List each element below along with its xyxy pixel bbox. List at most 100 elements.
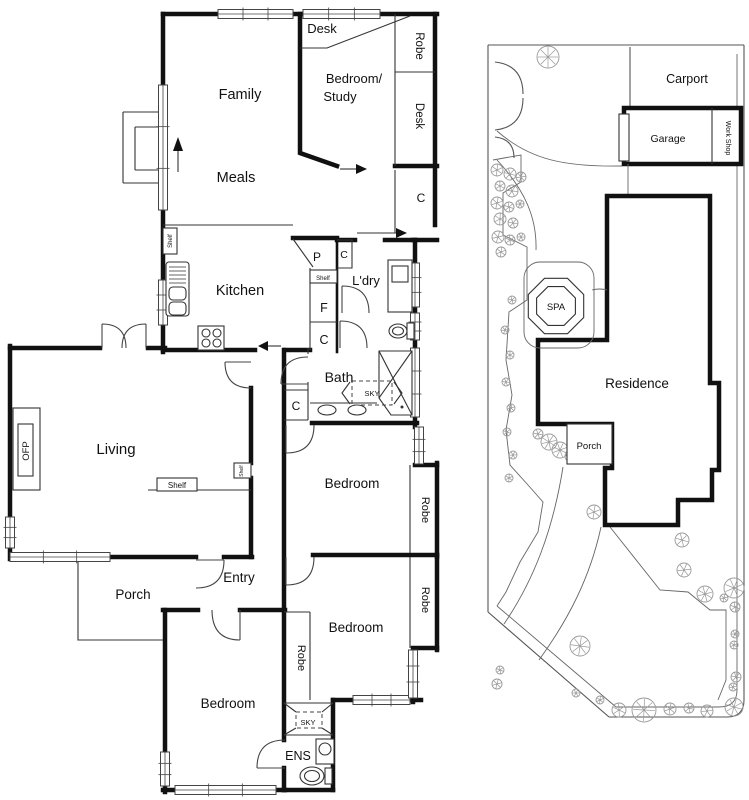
label-bedroom-1: Bedroom	[325, 476, 380, 491]
tree-icon	[491, 678, 503, 690]
tree-icon	[490, 196, 504, 210]
stove-icon	[197, 325, 225, 351]
tree-icon	[540, 433, 558, 451]
doors	[101, 285, 370, 769]
tree-icon	[515, 199, 525, 209]
label-residence: Residence	[605, 376, 669, 391]
label-desk-side: Desk	[413, 103, 425, 129]
tree-icon	[532, 428, 544, 440]
tree-icon	[551, 441, 569, 459]
label-c-pantry: C	[340, 249, 348, 261]
label-sky-ens: SKY	[300, 718, 315, 727]
label-garage: Garage	[650, 133, 685, 145]
site-plan: Carport Garage Work Shop SPA Residence P…	[487, 44, 745, 723]
tree-icon	[730, 671, 742, 683]
tree-icon	[502, 427, 512, 437]
label-c-top: C	[417, 191, 426, 205]
tree-icon	[495, 246, 507, 258]
tree-icon	[663, 702, 677, 716]
tree-icon	[696, 585, 714, 603]
label-kitchen: Kitchen	[216, 283, 264, 299]
label-robe-3: Robe	[295, 645, 307, 671]
tree-icon	[729, 640, 739, 650]
partitions	[77, 14, 435, 736]
tree-icon	[507, 217, 519, 229]
site-plan-labels: Carport Garage Work Shop SPA Residence P…	[547, 72, 731, 452]
tree-icon	[504, 473, 514, 483]
label-laundry: L'dry	[352, 273, 380, 288]
bath-tub-icon	[378, 350, 413, 416]
label-workshop: Work Shop	[724, 121, 731, 156]
label-robe-1: Robe	[419, 497, 431, 523]
pantry-shelf-box	[309, 269, 338, 284]
driveway-paths	[496, 130, 623, 661]
tree-icon	[536, 45, 560, 69]
label-bedroom-study-1: Bedroom/	[326, 71, 383, 86]
tree-icon	[595, 695, 605, 705]
tree-icon	[515, 171, 527, 183]
label-bath: Bath	[325, 369, 354, 385]
bath-basins-icon	[317, 404, 367, 416]
tree-icon	[503, 167, 517, 181]
tree-icon	[504, 234, 516, 246]
site-boundaries	[487, 44, 745, 718]
label-ofp: OFP	[21, 441, 32, 461]
label-site-porch: Porch	[577, 441, 602, 452]
tree-icon	[683, 702, 695, 714]
label-living: Living	[96, 441, 135, 458]
wc-toilet-icon	[388, 322, 415, 340]
label-shelf-pantry: Shelf	[316, 276, 330, 282]
tree-icon	[505, 184, 519, 198]
fixtures	[12, 227, 415, 786]
label-c-column: C	[319, 333, 328, 347]
tree-icon	[723, 577, 745, 599]
tree-icon	[719, 593, 729, 603]
tree-icon	[700, 704, 714, 718]
living-shelf-box	[156, 477, 198, 492]
label-spa: SPA	[547, 302, 566, 313]
tree-icon	[516, 232, 526, 242]
tree-icon	[503, 201, 515, 213]
tree-icon	[501, 377, 511, 387]
tree-icon	[586, 504, 602, 520]
ens-basin-icon	[315, 738, 335, 765]
tree-icon	[491, 230, 505, 244]
laundry-trough-icon	[387, 259, 413, 313]
label-carport: Carport	[666, 72, 708, 86]
label-shelf-living: Shelf	[168, 481, 187, 490]
tree-icon	[507, 295, 517, 305]
fireplace-icon	[12, 407, 41, 491]
tree-icon	[493, 212, 507, 226]
tree-icon	[631, 697, 657, 723]
kitchen-sink-icon	[165, 261, 190, 317]
tree-icon	[730, 629, 740, 639]
floor-plan: Desk Robe Bedroom/ Study Desk C Family M…	[3, 7, 440, 797]
label-bedroom-2: Bedroom	[329, 620, 384, 635]
label-ens: ENS	[285, 749, 311, 763]
label-robe-2: Robe	[419, 587, 431, 613]
tree-icon	[729, 601, 741, 613]
tree-icon	[728, 682, 738, 692]
direction-arrows	[173, 137, 407, 351]
label-desk-top: Desk	[307, 21, 337, 36]
label-shelf-corner: Shelf	[239, 465, 245, 477]
label-bedroom-study-2: Study	[323, 89, 357, 104]
tree-icon	[490, 163, 504, 177]
tree-icon	[495, 665, 505, 675]
site-porch-outline	[566, 423, 613, 465]
tree-icon	[508, 450, 518, 460]
label-sky-bath: SKY	[364, 389, 379, 398]
residence-building	[535, 193, 722, 528]
spa-deck	[523, 261, 608, 349]
tree-icon	[724, 697, 744, 717]
tree-icon	[569, 635, 591, 657]
label-pantry: P	[313, 250, 321, 264]
label-fridge: F	[320, 301, 328, 315]
tree-icon	[494, 180, 506, 192]
floor-plan-labels: Desk Robe Bedroom/ Study Desk C Family M…	[21, 21, 431, 763]
label-shelf-kitchen: Shelf	[168, 234, 174, 248]
tree-icon	[611, 702, 627, 718]
label-bedroom-3: Bedroom	[201, 696, 256, 711]
tree-icon	[500, 325, 510, 335]
